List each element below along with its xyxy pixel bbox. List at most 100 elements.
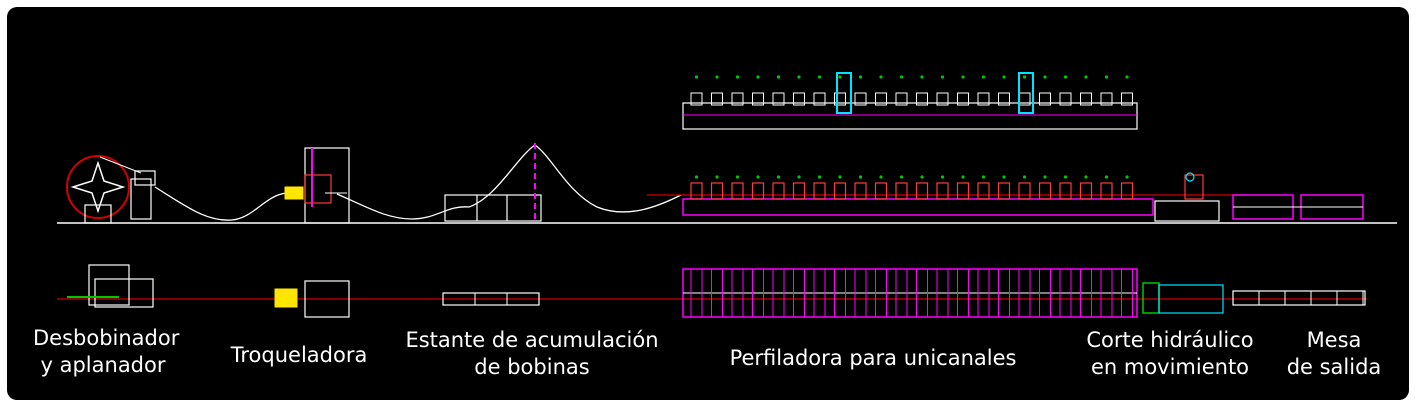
- label-punching: Troqueladora: [219, 342, 379, 369]
- roll-station-plan: [916, 268, 928, 318]
- station-marker: [1063, 75, 1068, 79]
- roll-former-side-view: [647, 175, 1247, 216]
- roll-station-top: [998, 92, 1010, 106]
- roll-station-plan: [834, 268, 846, 318]
- station-marker: [797, 175, 801, 179]
- leveler-body: [130, 178, 152, 220]
- roll-station-side: [772, 182, 785, 200]
- production-line-drawing: [57, 72, 1397, 318]
- label-output-table-line2: de salida: [1286, 355, 1382, 379]
- station-marker: [838, 75, 842, 79]
- roll-station-side: [792, 182, 806, 200]
- label-output-table: Mesa de salida: [1279, 327, 1389, 381]
- roll-station-side: [1059, 182, 1072, 200]
- station-marker: [715, 175, 719, 179]
- station-marker: [756, 75, 760, 79]
- roll-station-top: [690, 92, 703, 106]
- accumulator-plan-view: [442, 292, 540, 306]
- roll-station-side: [936, 182, 949, 200]
- station-marker: [940, 175, 945, 179]
- roll-station-top: [875, 92, 887, 106]
- roll-station-side: [1079, 182, 1093, 200]
- station-marker: [899, 175, 904, 179]
- roll-station-plan: [875, 268, 887, 318]
- station-marker: [858, 75, 863, 79]
- punch-die: [304, 174, 332, 204]
- roll-station-side: [895, 182, 908, 200]
- station-marker: [735, 75, 740, 79]
- station-marker: [879, 175, 883, 179]
- station-marker: [879, 75, 883, 79]
- strip-loop-2: [336, 193, 470, 220]
- station-marker: [715, 75, 719, 79]
- roll-station-top: [772, 92, 785, 106]
- label-accumulator: Estante de acumulación de bobinas: [387, 327, 677, 381]
- station-marker: [899, 75, 904, 79]
- punch-cylinder: [284, 186, 304, 200]
- motor-icon: [836, 72, 852, 114]
- station-marker: [776, 75, 781, 79]
- station-marker: [961, 75, 965, 79]
- roll-former-top-view: [682, 72, 1138, 130]
- roll-station-top: [793, 92, 805, 106]
- label-decoiler-line1: Desbobinador: [33, 326, 180, 350]
- station-marker: [1043, 175, 1047, 179]
- label-roll-former: Perfiladora para unicanales: [703, 345, 1043, 372]
- station-marker: [920, 75, 924, 79]
- roll-station-side: [833, 182, 847, 200]
- roll-station-plan: [936, 268, 949, 318]
- station-marker: [920, 175, 924, 179]
- roll-station-top: [1100, 92, 1113, 106]
- roll-station-top: [752, 92, 764, 106]
- strip-loop-1: [154, 186, 298, 221]
- station-marker: [838, 175, 842, 179]
- roll-station-side: [1038, 182, 1052, 200]
- station-marker: [981, 175, 986, 179]
- roll-station-plan: [854, 268, 867, 318]
- roll-station-side: [874, 182, 888, 200]
- roll-station-plan: [793, 268, 805, 318]
- roll-station-plan: [731, 268, 744, 318]
- roll-station-side: [813, 182, 826, 200]
- roll-station-top: [895, 92, 908, 106]
- station-marker: [940, 75, 945, 79]
- accumulator-arc: [468, 144, 682, 213]
- roll-station-top: [916, 92, 928, 106]
- label-cutting-line1: Corte hidráulico: [1086, 328, 1254, 352]
- roll-station-side: [751, 182, 765, 200]
- roll-station-side: [997, 182, 1011, 200]
- station-marker: [1104, 75, 1109, 79]
- roll-station-side: [1100, 182, 1113, 200]
- station-marker: [1104, 175, 1109, 179]
- roll-station-top: [1059, 92, 1072, 106]
- roll-station-top: [834, 92, 846, 106]
- roll-station-plan: [1121, 268, 1133, 318]
- roll-station-plan: [1080, 268, 1092, 318]
- roll-station-plan: [1100, 268, 1113, 318]
- label-roll-former-line1: Perfiladora para unicanales: [729, 346, 1017, 370]
- roll-station-side: [731, 182, 744, 200]
- output-table-plan-view: [1232, 290, 1366, 306]
- station-marker: [1043, 75, 1047, 79]
- roll-station-plan: [1018, 268, 1031, 318]
- decoiler-star: [70, 160, 126, 214]
- roll-station-side: [710, 182, 724, 200]
- leveler-head: [134, 170, 156, 186]
- station-marker: [1022, 175, 1027, 179]
- station-marker: [735, 175, 740, 179]
- roll-station-top: [977, 92, 990, 106]
- roll-station-top: [1121, 92, 1133, 106]
- station-marker: [1084, 175, 1088, 179]
- punching-side-view: [284, 147, 350, 224]
- roll-station-side: [854, 182, 867, 200]
- roll-station-top: [731, 92, 744, 106]
- station-marker: [1002, 175, 1006, 179]
- roll-station-plan: [957, 268, 969, 318]
- output-table-side-view: [1232, 194, 1364, 220]
- station-marker: [797, 75, 801, 79]
- roll-station-top: [1080, 92, 1092, 106]
- layout-drawing-panel: Desbobinador y aplanador Troqueladora Es…: [7, 7, 1409, 400]
- roll-station-plan: [998, 268, 1010, 318]
- station-marker: [776, 175, 781, 179]
- coil-feed-line: [99, 156, 142, 174]
